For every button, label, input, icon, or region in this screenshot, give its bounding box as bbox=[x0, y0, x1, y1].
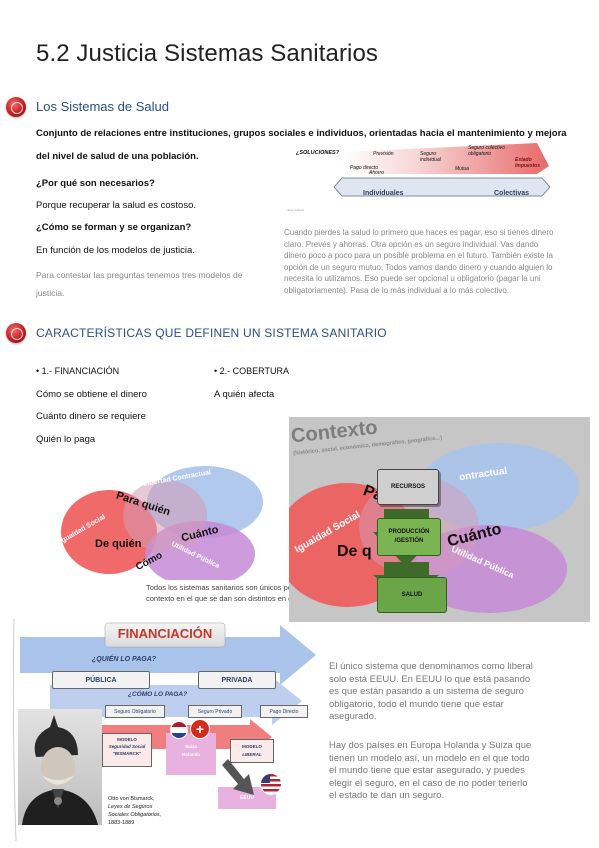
axis-individuales: Individuales bbox=[363, 190, 404, 197]
justice-bubbles-diagram: Libertad Contractual Para quién Igualdad… bbox=[55, 458, 280, 588]
answer-2: En función de los modelos de justicia. bbox=[36, 245, 195, 256]
solutions-diagram: ¿SOLUCIONES? Pago directo Ahorro Previsi… bbox=[287, 140, 552, 212]
sol-prevision: Previsión bbox=[373, 151, 394, 157]
usa-flag-icon bbox=[260, 773, 282, 795]
cobertura-title: • 2.- COBERTURA bbox=[214, 366, 289, 376]
publica-box: PÚBLICA bbox=[52, 671, 150, 689]
financiacion-title: • 1.- FINANCIACIÓN bbox=[36, 366, 120, 376]
bismarck-portrait bbox=[18, 709, 102, 825]
sol-seguro-individual: Seguro individual bbox=[420, 151, 441, 163]
context-de-q: De q bbox=[337, 543, 372, 560]
financiacion-item-1: Cómo se obtiene el dinero bbox=[36, 389, 147, 400]
answer-1: Porque recuperar la salud es costoso. bbox=[36, 200, 197, 211]
sol-estado: Estado Impuestos bbox=[515, 157, 541, 169]
modelo-bismarck-box: MODELO Seguridad Social "BISMARCK" bbox=[102, 733, 152, 767]
box-salud: SALUD bbox=[377, 577, 447, 613]
question-1: ¿Por qué son necesarios? bbox=[36, 178, 155, 189]
section-heading-sistemas: Los Sistemas de Salud bbox=[36, 99, 169, 114]
solutions-label: ¿SOLUCIONES? bbox=[296, 150, 340, 156]
netherlands-flag-icon bbox=[170, 721, 188, 739]
word-de-quien: De quién bbox=[95, 538, 142, 550]
financiacion-item-3: Quién lo paga bbox=[36, 434, 96, 445]
sol-pago-directo: Pago directo bbox=[350, 165, 379, 171]
sol-seguro-colectivo: Seguro colectivo obligatorio bbox=[468, 145, 505, 157]
privada-box: PRIVADA bbox=[198, 671, 276, 689]
definition-line-2: del nivel de salud de una población. bbox=[36, 151, 199, 162]
seguro-obligatorio-box: Seguro Obligatorio bbox=[105, 705, 165, 718]
financiacion-item-2: Cuánto dinero se requiere bbox=[36, 411, 146, 422]
financing-diagram: FINANCIACIÓN ¿QUIÉN LO PAGA? PÚBLICA PRI… bbox=[10, 615, 320, 845]
section-heading-caracteristicas: CARACTERÍSTICAS QUE DEFINEN UN SISTEMA S… bbox=[36, 326, 387, 340]
cobertura-item-1: A quién afecta bbox=[214, 389, 275, 400]
side-note: Cuando pierdes la salud lo primero que h… bbox=[284, 228, 554, 295]
section-bullet-icon bbox=[6, 323, 26, 343]
eeuu-box: EEUU bbox=[218, 787, 276, 809]
page-title: 5.2 Justicia Sistemas Sanitarios bbox=[36, 40, 379, 67]
portrait-caption: Otto von Bismarck, Leyes de Seguros Soci… bbox=[108, 796, 162, 826]
seguro-privado-box: Seguro Privado bbox=[188, 705, 242, 718]
who-pays-label: ¿QUIÉN LO PAGA? bbox=[92, 656, 157, 663]
sol-mutua: Mutua bbox=[455, 166, 469, 172]
modelo-liberal-box: MODELO LIBERAL bbox=[230, 739, 274, 763]
question-2: ¿Cómo se forman y se organizan? bbox=[36, 222, 192, 233]
sol-ahorro: Ahorro bbox=[369, 170, 385, 176]
box-recursos: RECURSOS bbox=[377, 469, 439, 505]
suiza-holanda-box: Suiza Holanda bbox=[166, 733, 216, 775]
context-diagram: Contexto (histórico, social, económico, … bbox=[289, 417, 590, 622]
section-bullet-icon bbox=[6, 97, 26, 117]
justice-note: Para contestar las preguntas tenemos tre… bbox=[36, 270, 243, 298]
definition-line-1: Conjunto de relaciones entre institucion… bbox=[36, 128, 567, 139]
financing-title: FINANCIACIÓN bbox=[117, 626, 213, 641]
europe-paragraph: Hay dos países en Europa Holanda y Suiza… bbox=[329, 740, 532, 801]
liberal-paragraph: El único sistema que denominamos como li… bbox=[329, 661, 533, 722]
axis-colectivas: Colectivas bbox=[494, 190, 530, 197]
swiss-flag-icon: + bbox=[190, 719, 210, 739]
box-produccion: PRODUCCIÓN /GESTIÓN bbox=[377, 518, 441, 556]
arrow-down-icon bbox=[222, 759, 254, 795]
pago-directo-box: Pago Directo bbox=[260, 705, 308, 718]
solutions-footnote: Jose Antonio bbox=[287, 208, 305, 212]
how-pays-label: ¿CÓMO LO PAGA? bbox=[128, 691, 188, 698]
